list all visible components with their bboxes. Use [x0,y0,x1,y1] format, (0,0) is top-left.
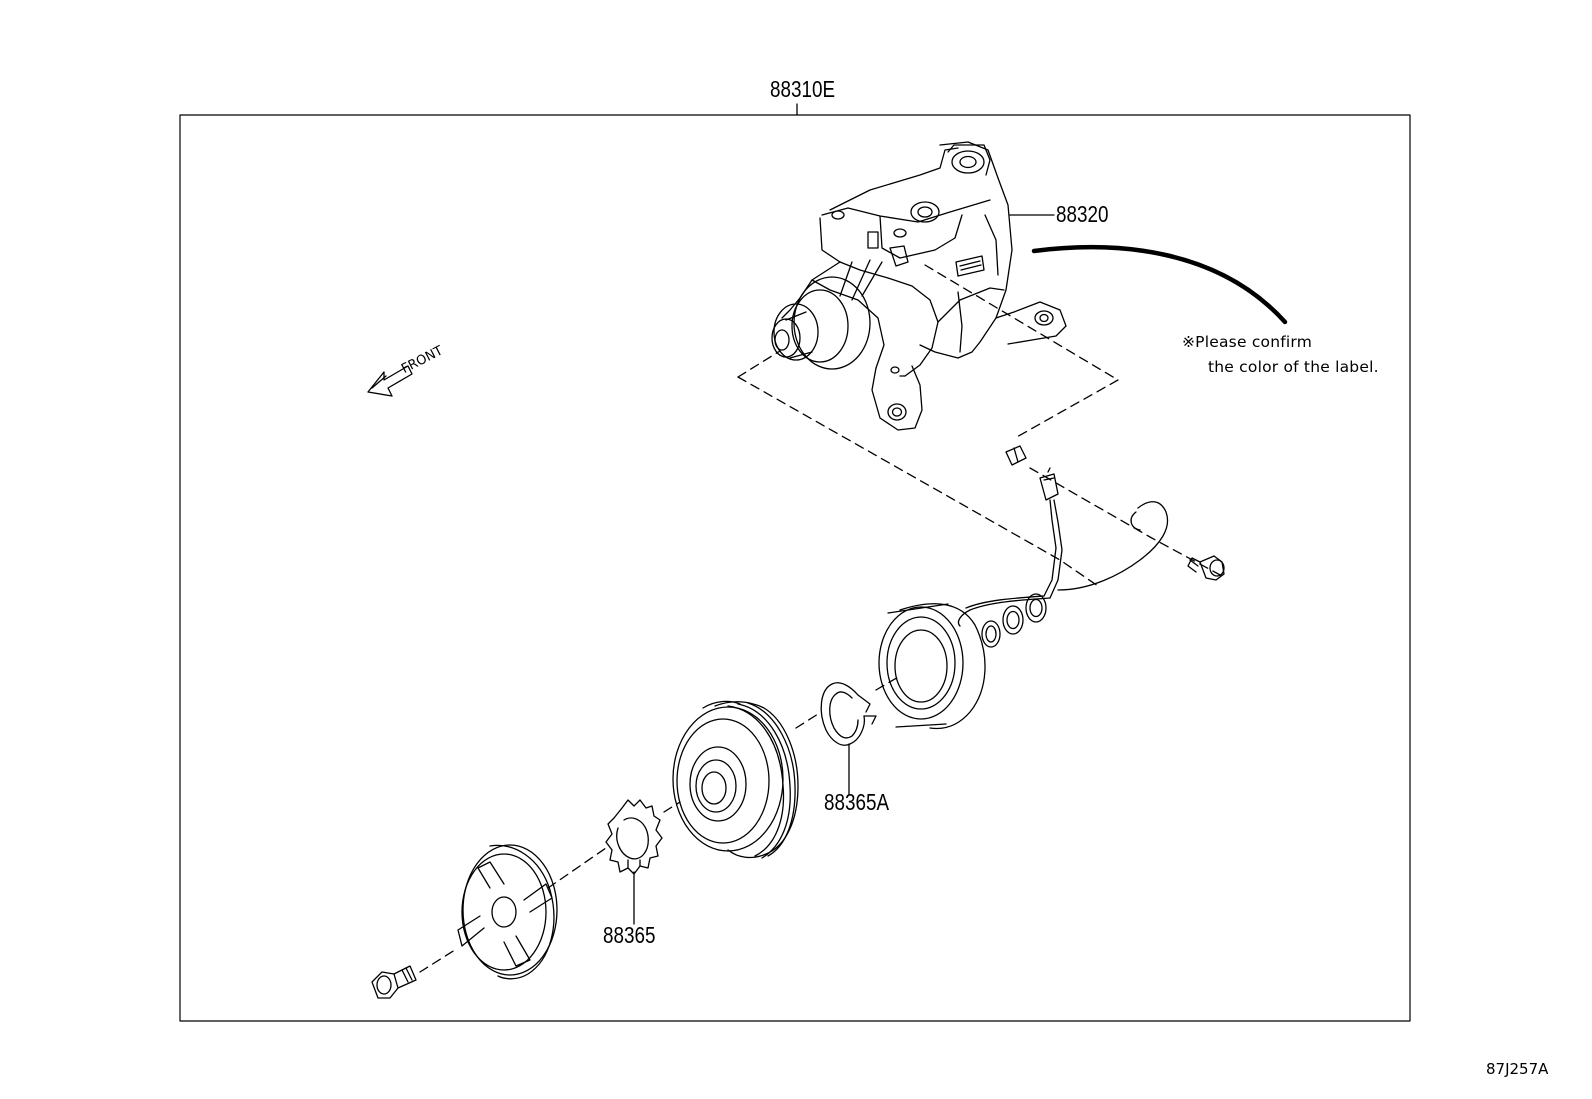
compressor-body [771,141,1067,431]
wire-clip [1005,445,1027,466]
bracket-bolt [1187,555,1225,581]
assembly-axis-line [419,675,901,973]
center-bolt [371,965,417,999]
coil-wire-harness [957,467,1169,627]
front-arrow-icon [367,365,413,397]
diagram-id: 87J257A [1486,1060,1549,1078]
label-color-note-line1: ※Please confirm [1182,333,1313,351]
compressor-part-number: 88320 [1056,201,1109,227]
label-note-pointer [1031,245,1288,325]
snap-ring-a-part-number: 88365A [824,789,890,815]
snap-ring [605,799,663,875]
snap-ring-part-number: 88365 [603,922,656,948]
assembly-part-number: 88310E [770,76,836,102]
assembly-boundary-box [179,114,1411,1022]
snap-ring-a [820,682,877,746]
label-color-note-line2: the color of the label. [1208,358,1379,376]
pulley [672,700,799,859]
field-coil [878,603,986,730]
clutch-drive-plate [457,844,558,980]
shim-rings [981,593,1047,648]
